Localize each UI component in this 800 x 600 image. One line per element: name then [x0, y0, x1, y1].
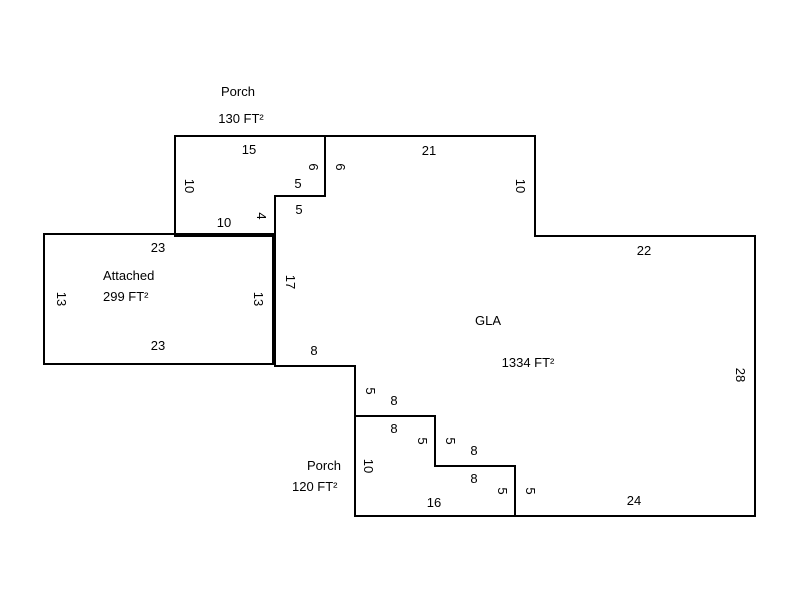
dim-label: 8: [390, 421, 397, 436]
dim-label: 5: [295, 202, 302, 217]
dim-label: 10: [513, 179, 528, 193]
dim-label: 13: [251, 292, 266, 306]
dim-label: 8: [390, 393, 397, 408]
gla-area: 1334 FT²: [502, 355, 555, 370]
dim-label: 5: [495, 487, 510, 494]
attached-name: Attached: [103, 268, 154, 283]
porch-top-area: 130 FT²: [218, 111, 264, 126]
porch-bottom-area: 120 FT²: [292, 479, 338, 494]
dim-label: 24: [627, 493, 641, 508]
dim-label: 8: [310, 343, 317, 358]
dim-label: 4: [254, 212, 269, 219]
dim-label: 23: [151, 338, 165, 353]
dim-label: 13: [54, 292, 69, 306]
dim-label: 5: [363, 387, 378, 394]
porch-bottom-name: Porch: [307, 458, 341, 473]
dim-label: 15: [242, 142, 256, 157]
dim-label: 5: [523, 487, 538, 494]
dim-label: 5: [443, 437, 458, 444]
porch-bottom-outline: [354, 415, 516, 517]
dim-label: 10: [182, 179, 197, 193]
dim-label: 16: [427, 495, 441, 510]
gla-name: GLA: [475, 313, 501, 328]
dim-label: 23: [151, 240, 165, 255]
dim-label: 8: [470, 443, 477, 458]
dim-label: 17: [283, 275, 298, 289]
dim-label: 10: [361, 459, 376, 473]
dim-label: 21: [422, 143, 436, 158]
attached-outline: [43, 233, 274, 365]
dim-label: 6: [333, 163, 348, 170]
dim-label: 22: [637, 243, 651, 258]
porch-top-name: Porch: [221, 84, 255, 99]
attached-area: 299 FT²: [103, 289, 149, 304]
dim-label: 28: [733, 368, 748, 382]
dim-label: 5: [294, 176, 301, 191]
dim-label: 6: [306, 163, 321, 170]
dim-label: 10: [217, 215, 231, 230]
dim-label: 5: [415, 437, 430, 444]
dim-label: 8: [470, 471, 477, 486]
